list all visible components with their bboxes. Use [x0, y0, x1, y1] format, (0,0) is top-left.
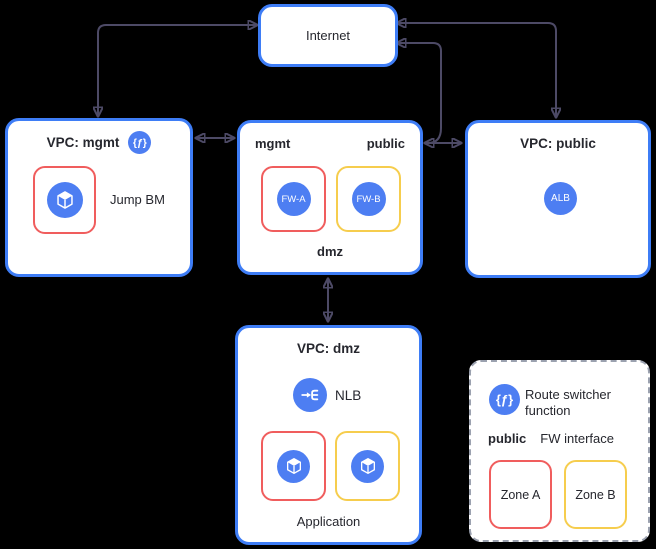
route-switcher-function-icon: {ƒ}: [128, 131, 152, 154]
vpc-mgmt-box: VPC: mgmt {ƒ} Jump BM: [5, 118, 193, 277]
alb-node: ALB: [544, 182, 577, 215]
fw-a-zone-box: FW-A: [261, 166, 326, 232]
vpc-dmz-title: VPC: dmz: [296, 341, 360, 356]
legend-fw-interface-row: public FW interface: [488, 431, 614, 446]
app-vm-b-node: [351, 449, 384, 483]
nlb-icon: [301, 389, 319, 401]
vpc-public-title: VPC: public: [520, 136, 596, 151]
app-zone-b-box: [335, 431, 400, 501]
fw-interface-public-label: public: [366, 136, 405, 151]
vm-cube-icon: [56, 191, 73, 209]
legend-fw-interface-label: FW interface: [540, 431, 614, 446]
legend-zone-b-label: Zone B: [575, 487, 616, 502]
legend-route-switcher-label: Route switcher function: [525, 387, 611, 418]
vpc-public-box: VPC: public ALB: [465, 120, 651, 278]
legend-zone-a-label: Zone A: [500, 487, 541, 502]
fw-vpc-box: mgmt public FW-A FW-B dmz: [237, 120, 423, 275]
legend-box: {ƒ} Route switcher function public FW in…: [469, 360, 650, 542]
nlb-node: [293, 378, 327, 412]
fw-interface-dmz-label: dmz: [317, 244, 343, 259]
jump-bm-node: [46, 182, 83, 218]
fw-b-zone-box: FW-B: [336, 166, 401, 232]
legend-zone-b-box: Zone B: [564, 460, 627, 529]
route-switcher-function-icon: {ƒ}: [489, 384, 520, 415]
jump-bm-label: Jump BM: [110, 192, 165, 207]
fw-b-node: FW-B: [351, 182, 386, 216]
vpc-mgmt-header: VPC: mgmt {ƒ}: [8, 131, 190, 154]
vpc-dmz-box: VPC: dmz NLB: [235, 325, 422, 545]
fw-interface-mgmt-label: mgmt: [255, 136, 291, 151]
vpc-mgmt-title: VPC: mgmt: [46, 135, 120, 150]
legend-zone-a-box: Zone A: [489, 460, 552, 529]
arrow-internet-vpc-mgmt: [98, 25, 257, 116]
app-zone-a-box: [261, 431, 326, 501]
app-vm-a-node: [277, 449, 310, 483]
legend-public-sample: public: [488, 431, 527, 446]
vm-cube-icon: [360, 458, 375, 474]
vm-cube-icon: [286, 458, 301, 474]
application-label: Application: [296, 514, 361, 529]
arrow-internet-vpc-public: [397, 23, 556, 117]
jump-bm-zone-box: [33, 166, 96, 234]
internet-node: Internet: [258, 4, 398, 67]
fw-a-node: FW-A: [276, 182, 311, 216]
nlb-label: NLB: [335, 388, 362, 403]
internet-label: Internet: [305, 28, 351, 43]
